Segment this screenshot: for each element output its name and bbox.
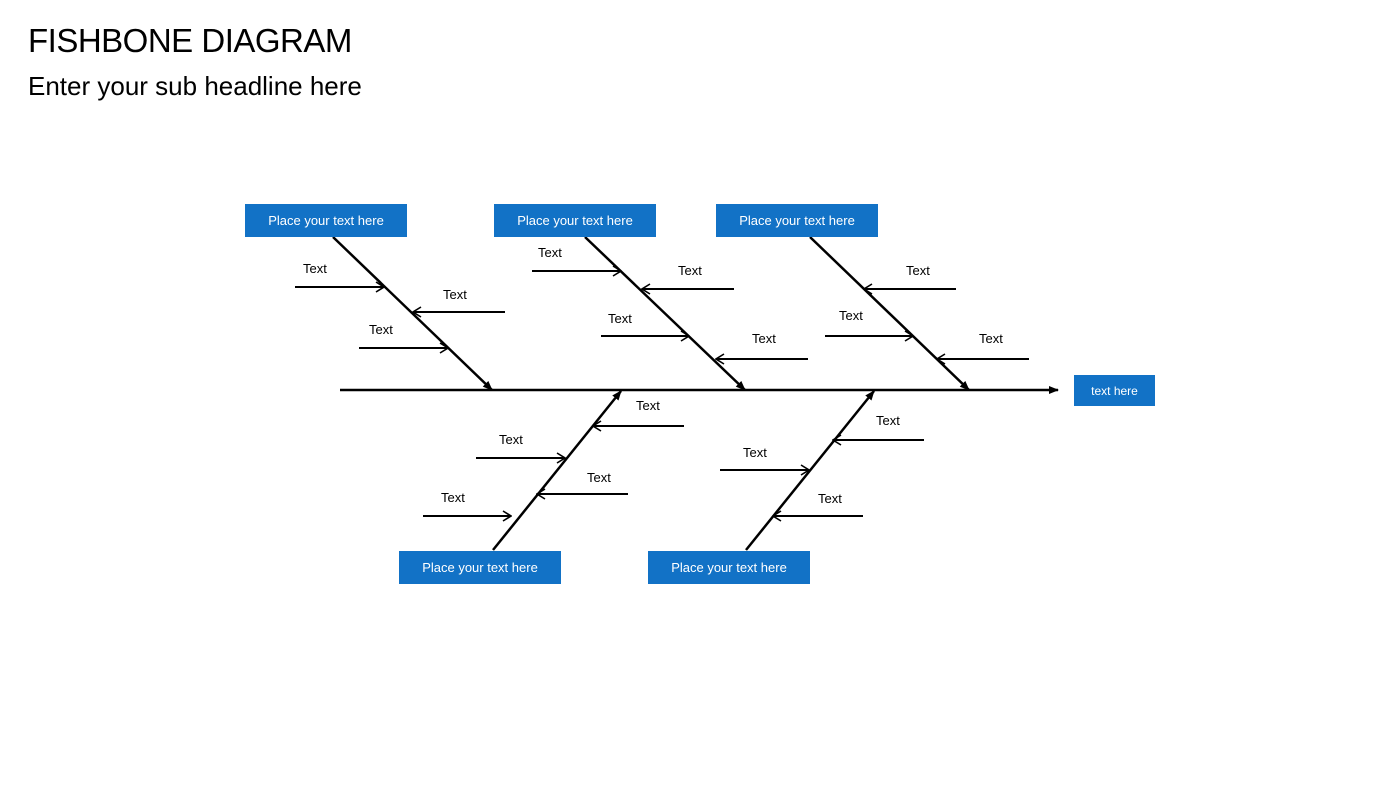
category-box: Place your text here — [648, 551, 810, 584]
cause-label: Text — [499, 432, 523, 447]
branch-line-3 — [809, 236, 970, 391]
branch-line-1 — [332, 236, 493, 391]
cause-label: Text — [441, 490, 465, 505]
cause-label: Text — [743, 445, 767, 460]
cause-label: Text — [752, 331, 776, 346]
cause-label: Text — [538, 245, 562, 260]
branch-line-5 — [745, 390, 875, 551]
effect-box: text here — [1074, 375, 1155, 406]
category-box: Place your text here — [399, 551, 561, 584]
category-box: Place your text here — [245, 204, 407, 237]
cause-label: Text — [979, 331, 1003, 346]
cause-label: Text — [636, 398, 660, 413]
cause-label: Text — [839, 308, 863, 323]
category-box: Place your text here — [716, 204, 878, 237]
branch-line-4 — [492, 390, 622, 551]
cause-label: Text — [678, 263, 702, 278]
cause-label: Text — [608, 311, 632, 326]
page-subtitle: Enter your sub headline here — [28, 71, 362, 101]
cause-label: Text — [369, 322, 393, 337]
cause-label: Text — [818, 491, 842, 506]
cause-label: Text — [876, 413, 900, 428]
cause-label: Text — [443, 287, 467, 302]
cause-label: Text — [587, 470, 611, 485]
cause-label: Text — [906, 263, 930, 278]
category-box: Place your text here — [494, 204, 656, 237]
page-title: FISHBONE DIAGRAM — [28, 22, 352, 59]
cause-label: Text — [303, 261, 327, 276]
